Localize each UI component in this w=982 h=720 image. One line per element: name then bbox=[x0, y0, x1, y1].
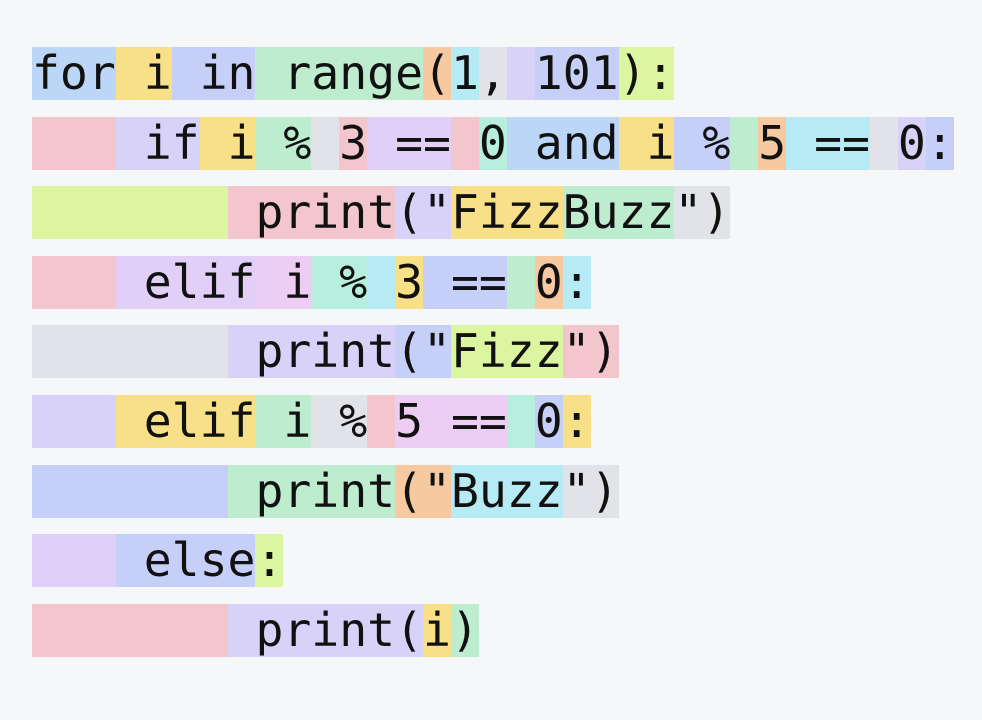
token: 1 bbox=[450, 46, 479, 100]
token: i bbox=[423, 602, 451, 657]
token bbox=[32, 534, 116, 588]
token: i bbox=[255, 393, 312, 448]
token: 101 bbox=[534, 46, 619, 100]
token bbox=[506, 47, 535, 100]
token: 5 bbox=[395, 393, 424, 448]
code-line: elif i % 5 == 0: bbox=[32, 393, 954, 448]
code-line: print("Fizz") bbox=[32, 324, 954, 379]
token bbox=[32, 325, 228, 379]
token: : bbox=[925, 115, 954, 170]
token bbox=[32, 255, 116, 309]
token: print bbox=[227, 463, 396, 518]
token: : bbox=[255, 533, 284, 588]
token: 0 bbox=[478, 115, 507, 170]
token: elif bbox=[115, 393, 256, 448]
token bbox=[450, 116, 479, 170]
token: if bbox=[115, 115, 200, 170]
token: : bbox=[562, 393, 591, 448]
token: in bbox=[171, 46, 256, 100]
token: i bbox=[255, 254, 312, 309]
code-line: print(i) bbox=[32, 602, 954, 657]
token: for bbox=[32, 46, 116, 100]
token: ): bbox=[618, 46, 675, 100]
code-line: else: bbox=[32, 533, 954, 588]
token bbox=[311, 116, 340, 170]
token: range bbox=[255, 46, 424, 100]
token: elif bbox=[115, 254, 256, 309]
token bbox=[869, 116, 898, 170]
token: ") bbox=[562, 463, 619, 518]
token bbox=[32, 186, 228, 240]
token: == bbox=[423, 393, 507, 448]
token: == bbox=[423, 254, 507, 309]
token: Buzz bbox=[562, 185, 675, 240]
token: print bbox=[227, 602, 396, 657]
token: i bbox=[115, 46, 172, 100]
token: (" bbox=[395, 463, 451, 518]
token: ) bbox=[450, 602, 479, 657]
code-block: for i in range(1, 101): if i % 3 == 0 an… bbox=[32, 47, 954, 673]
token bbox=[32, 603, 228, 657]
token bbox=[367, 394, 396, 448]
token: ( bbox=[395, 602, 424, 657]
token: ( bbox=[423, 46, 451, 100]
code-line: for i in range(1, 101): bbox=[32, 47, 954, 100]
token: : bbox=[562, 254, 591, 309]
token: i bbox=[199, 115, 256, 170]
token: else bbox=[115, 533, 256, 588]
token bbox=[730, 116, 759, 170]
token: and bbox=[506, 115, 619, 170]
token: 0 bbox=[897, 115, 926, 170]
token bbox=[506, 255, 535, 309]
token bbox=[367, 255, 396, 309]
token: 0 bbox=[534, 254, 563, 309]
token: % bbox=[674, 115, 731, 170]
token bbox=[32, 464, 228, 518]
token: Fizz bbox=[450, 324, 563, 379]
token: Fizz bbox=[450, 185, 563, 240]
token: % bbox=[311, 254, 368, 309]
token: Buzz bbox=[450, 463, 563, 518]
token: (" bbox=[395, 185, 451, 240]
token: % bbox=[255, 115, 312, 170]
token: 3 bbox=[339, 115, 368, 170]
token: print bbox=[227, 185, 396, 240]
token bbox=[506, 394, 535, 448]
token: 0 bbox=[534, 393, 563, 448]
token: ") bbox=[674, 185, 731, 240]
code-line: if i % 3 == 0 and i % 5 == 0: bbox=[32, 115, 954, 170]
code-line: elif i % 3 == 0: bbox=[32, 254, 954, 309]
token: i bbox=[618, 115, 675, 170]
token bbox=[32, 116, 116, 170]
token: 3 bbox=[395, 254, 424, 309]
token: , bbox=[478, 46, 507, 100]
token: == bbox=[786, 115, 870, 170]
token: (" bbox=[395, 324, 451, 379]
token: ") bbox=[562, 324, 619, 379]
code-line: print("Buzz") bbox=[32, 463, 954, 518]
token bbox=[32, 394, 116, 448]
token: print bbox=[227, 324, 396, 379]
token: % bbox=[311, 393, 368, 448]
token: == bbox=[367, 115, 451, 170]
token: 5 bbox=[758, 115, 787, 170]
